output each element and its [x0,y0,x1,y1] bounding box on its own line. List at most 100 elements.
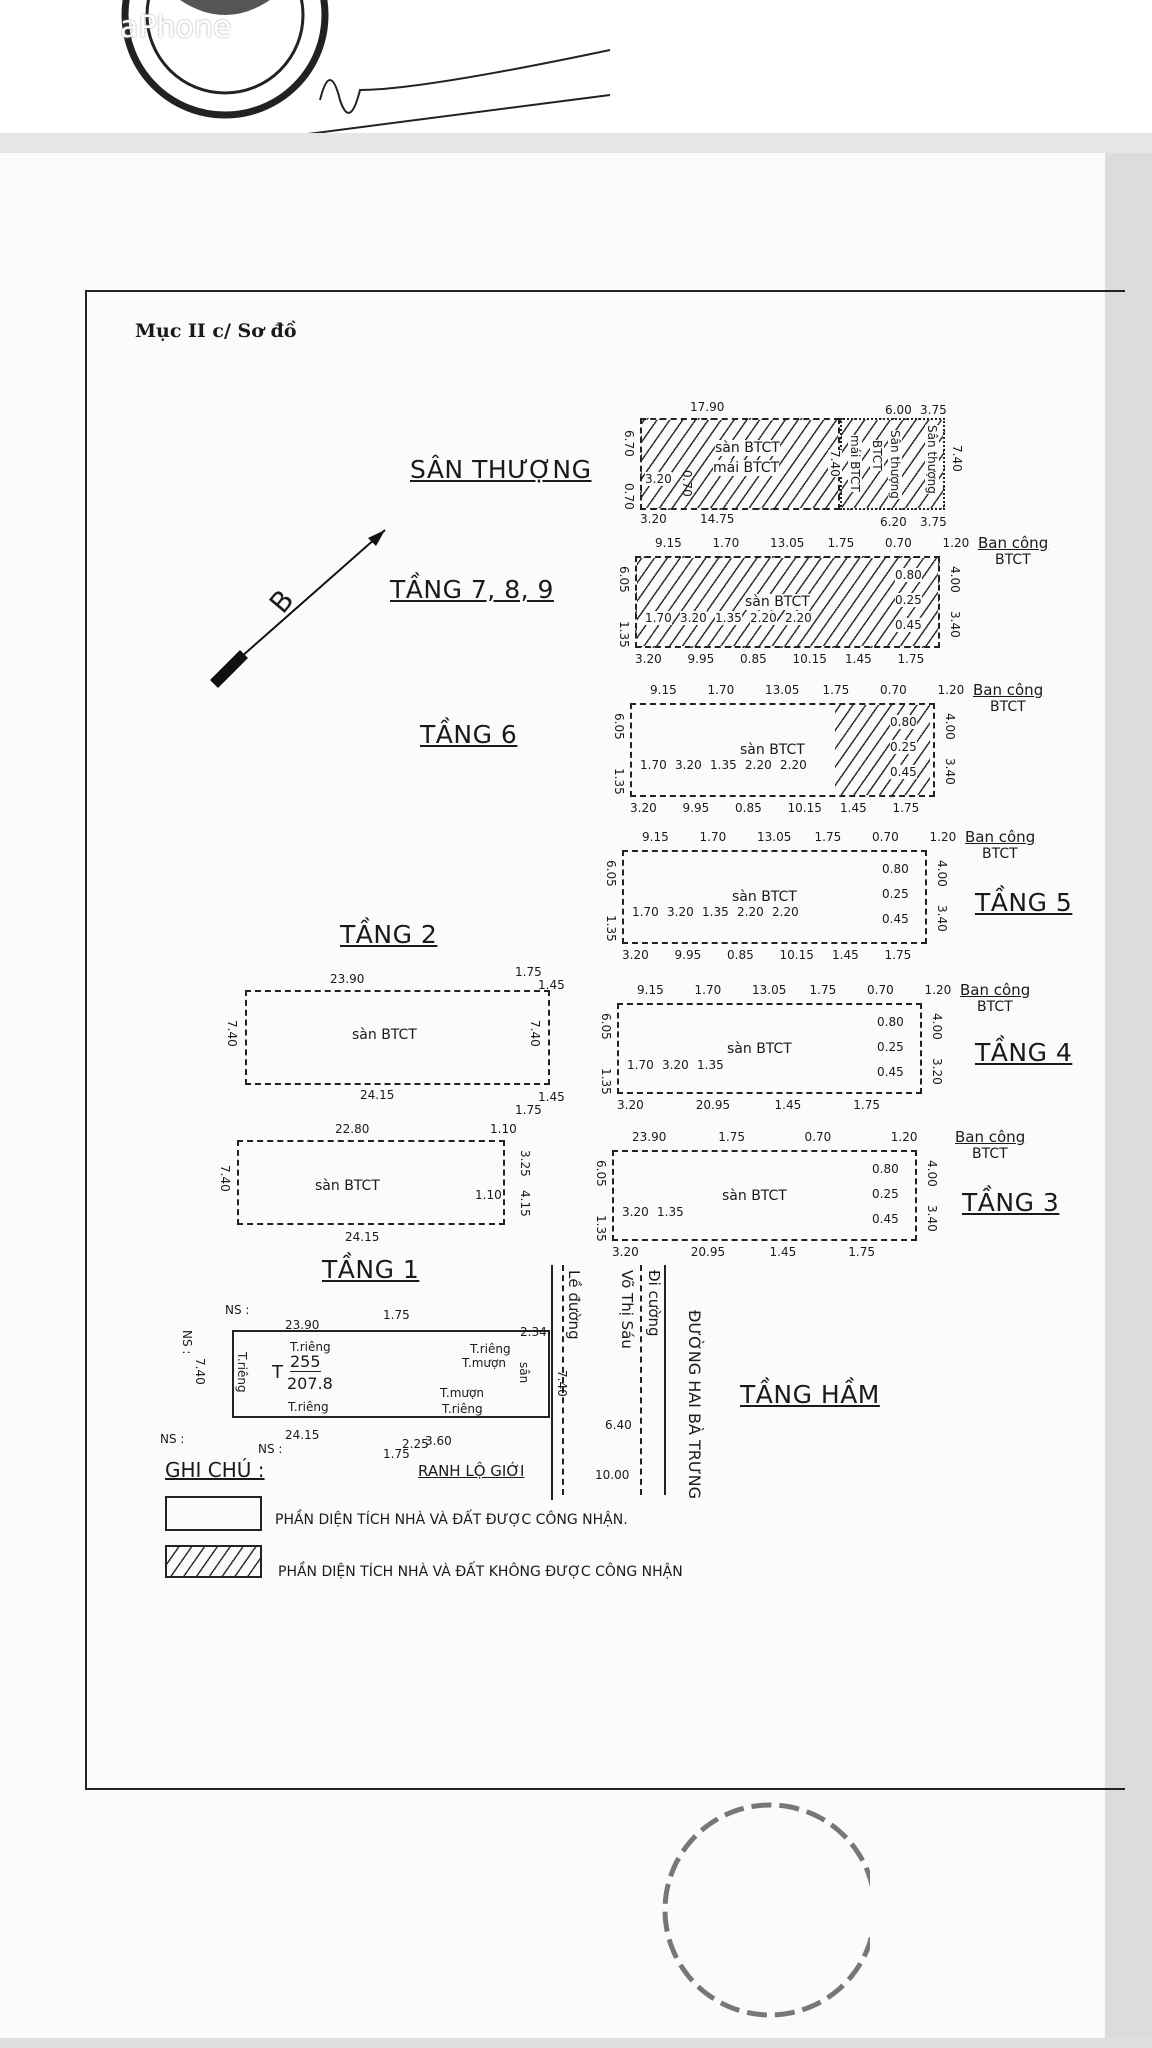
dim: 1.35 [657,1205,684,1219]
dim: 0.80 [895,568,922,582]
dim: 2.20 [745,758,772,772]
dim: 7.40 [193,1358,207,1385]
wall-label: T.mượn [440,1386,484,1400]
floor-label: TẦNG 4 [975,1038,1073,1067]
floor-text: sàn BTCT [740,742,805,758]
balcony-label: Ban công [978,534,1049,552]
wall-label: T.riêng [290,1340,331,1354]
dim: 6.05 [599,1013,613,1040]
floor-plan [612,1150,917,1241]
dim: 7.40 [225,1020,239,1047]
dim: 4.00 [925,1160,939,1187]
dim: 13.05 [757,830,792,844]
dim: 0.70 [880,683,907,697]
wall-label: T.mượn [462,1356,506,1370]
dim: 1.45 [840,801,867,815]
dim: 1.75 [814,830,842,844]
dim: 3.20 [612,1245,639,1259]
dim: 3.20 [640,512,667,526]
page-bottom [0,2038,1152,2048]
dim: 1.45 [832,948,859,962]
dim: 9.15 [650,683,677,697]
dim: 7.40 [218,1165,232,1192]
dim: 1.20 [929,830,957,844]
roof-text3: mái BTCT [848,435,862,492]
dim: 0.25 [890,740,917,754]
dim: 1.35 [617,621,631,648]
dim: 1.20 [924,983,952,997]
dim: 20.95 [690,1245,726,1259]
balcony-label: Ban công [973,681,1044,699]
street-edge [664,1265,666,1495]
dim: 1.75 [827,536,855,550]
dim: 1.75 [822,683,850,697]
dim: 4.15 [518,1190,532,1217]
floor-label: TẦNG 3 [962,1188,1060,1217]
dim: 23.90 [330,972,365,986]
boundary-label: RANH LỘ GIỚI [418,1462,525,1480]
street1-label: Võ Thị Sáu [618,1270,636,1349]
dim: 13.05 [752,983,787,997]
floor-text: sàn BTCT [722,1187,787,1204]
dim: 23.90 [632,1130,667,1144]
dim: 1.70 [632,905,659,919]
dim: 1.70 [645,611,672,625]
balcony-label: Ban công [955,1128,1026,1146]
top-area: aPhone [0,0,1152,136]
dim: 1.70 [712,536,740,550]
balcony-label: BTCT [990,699,1026,715]
dim: 1.35 [604,915,618,942]
dim: 1.75 [383,1308,410,1322]
dim: 3.75 [920,403,947,417]
dim: 1.45 [774,1098,802,1112]
dim: 6.05 [617,566,631,593]
floor-plan [630,703,935,797]
wall-label: T.riêng [288,1400,329,1414]
dim: 1.75 [515,965,542,979]
area-total: 255 [290,1352,321,1372]
dim: NS : [258,1442,283,1456]
dim: 24.15 [345,1230,380,1244]
dim: 1.45 [538,1090,565,1104]
dim: 3.20 [622,1205,649,1219]
boundary-line [551,1265,553,1500]
dim: 1.45 [769,1245,797,1259]
dim: 1.75 [515,1103,542,1117]
floor-text: sàn BTCT [727,1040,792,1057]
dim: 3.20 [635,652,662,666]
watermark: aPhone [120,10,232,45]
street2-label: Đi cường [645,1270,663,1337]
dim: 24.15 [360,1088,395,1102]
dim: 1.35 [599,1068,613,1095]
dim: 0.85 [727,948,754,962]
separator [0,133,1152,153]
dim: 1.10 [490,1122,517,1136]
dim: 3.20 [645,472,672,486]
floor-2-plan [245,990,550,1085]
legend-not-recognized-text: PHẦN DIỆN TÍCH NHÀ VÀ ĐẤT KHÔNG ĐƯỢC CÔN… [278,1564,683,1580]
roof-text6: Sân thượng [925,425,939,494]
dim: 9.15 [655,536,682,550]
wall-label: T.riêng [442,1402,483,1416]
roof-text1: sàn BTCT [715,440,780,456]
dim: 10.00 [595,1468,630,1482]
dim: 1.20 [942,536,970,550]
area-recognized: 207.8 [287,1374,333,1393]
floor-label: TẦNG 5 [975,888,1073,917]
floor-1-label: TẦNG 1 [322,1255,420,1284]
dim: 0.70 [622,483,636,510]
floor-label: TẦNG 6 [420,720,518,749]
dim: 3.20 [622,948,649,962]
dim: 1.35 [612,768,626,795]
floor-2-text: sàn BTCT [352,1027,417,1043]
balcony-label: Ban công [960,981,1031,999]
dim: 3.60 [425,1434,452,1448]
mezzanine-plan [237,1140,505,1225]
legend-recognized-text: PHẦN DIỆN TÍCH NHÀ VÀ ĐẤT ĐƯỢC CÔNG NHẬN… [275,1512,628,1528]
dim: 0.25 [877,1040,904,1054]
dim: 3.20 [675,758,702,772]
dim: 2.25 [402,1437,429,1451]
dim: 4.00 [935,860,949,887]
dim: 1.75 [809,983,837,997]
dim: 0.45 [895,618,922,632]
